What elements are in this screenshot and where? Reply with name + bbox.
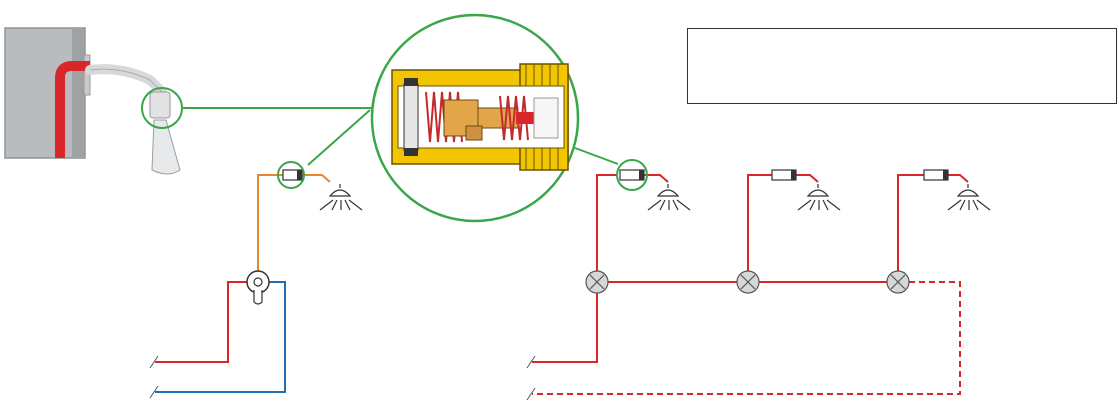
callout-leader-left <box>307 109 371 166</box>
single-outlet-circuit <box>149 161 363 399</box>
return-line <box>532 281 961 395</box>
pipe-break-icon <box>526 387 536 401</box>
hot-trunk <box>532 174 618 363</box>
branch-3 <box>897 174 924 282</box>
seat-ring-bottom <box>404 148 418 156</box>
callout-leader-right <box>574 147 619 165</box>
junction-valve-icon <box>736 270 760 294</box>
shower-head-icon <box>947 184 991 211</box>
shower-arm-photo <box>4 27 181 175</box>
wall-edge <box>72 28 84 158</box>
mixed-pipe-outlet <box>302 174 331 183</box>
wall-panel <box>4 27 86 159</box>
piston-stem <box>477 107 519 129</box>
ball-joint <box>149 91 171 119</box>
shower-head-icon <box>647 184 691 211</box>
restrictor-cap <box>297 170 302 180</box>
branch-2 <box>747 174 772 282</box>
shower-head-icon <box>319 184 363 211</box>
junction-valve-icon <box>585 270 609 294</box>
hot-supply-line <box>155 281 248 363</box>
outlet-3-pipe <box>948 174 969 183</box>
hot-supply-pipe <box>55 61 90 158</box>
return-spring <box>499 95 529 141</box>
restrictor-callout-ring <box>277 161 305 189</box>
piston-foot <box>465 125 483 141</box>
label-box <box>687 28 1117 104</box>
valve-cutaway-callout <box>370 13 580 223</box>
shower-arm-shade <box>89 68 163 93</box>
multi-outlet-circuit <box>526 159 991 401</box>
rubber-seat <box>403 83 419 151</box>
pipe-break-icon <box>526 355 536 369</box>
pipe-break-icon <box>149 385 159 399</box>
mixer-valve-core <box>253 277 263 287</box>
cold-supply-line <box>155 281 286 393</box>
seat-ring-top <box>404 78 418 86</box>
outlet-cap <box>533 97 559 139</box>
red-plug <box>516 112 534 124</box>
mixed-pipe <box>257 174 283 272</box>
pipe-break-icon <box>149 355 159 369</box>
restrictor-cap <box>791 170 796 180</box>
outlet-2-pipe <box>796 174 819 183</box>
shower-head-icon <box>151 119 181 175</box>
junction-valve-icon <box>886 270 910 294</box>
restrictor-cap <box>943 170 948 180</box>
restrictor-callout-ring <box>616 159 648 191</box>
mixer-handle <box>253 290 263 305</box>
outlet-1-pipe <box>644 174 669 183</box>
restrictor-cap <box>639 170 644 180</box>
shower-head-icon <box>797 184 841 211</box>
